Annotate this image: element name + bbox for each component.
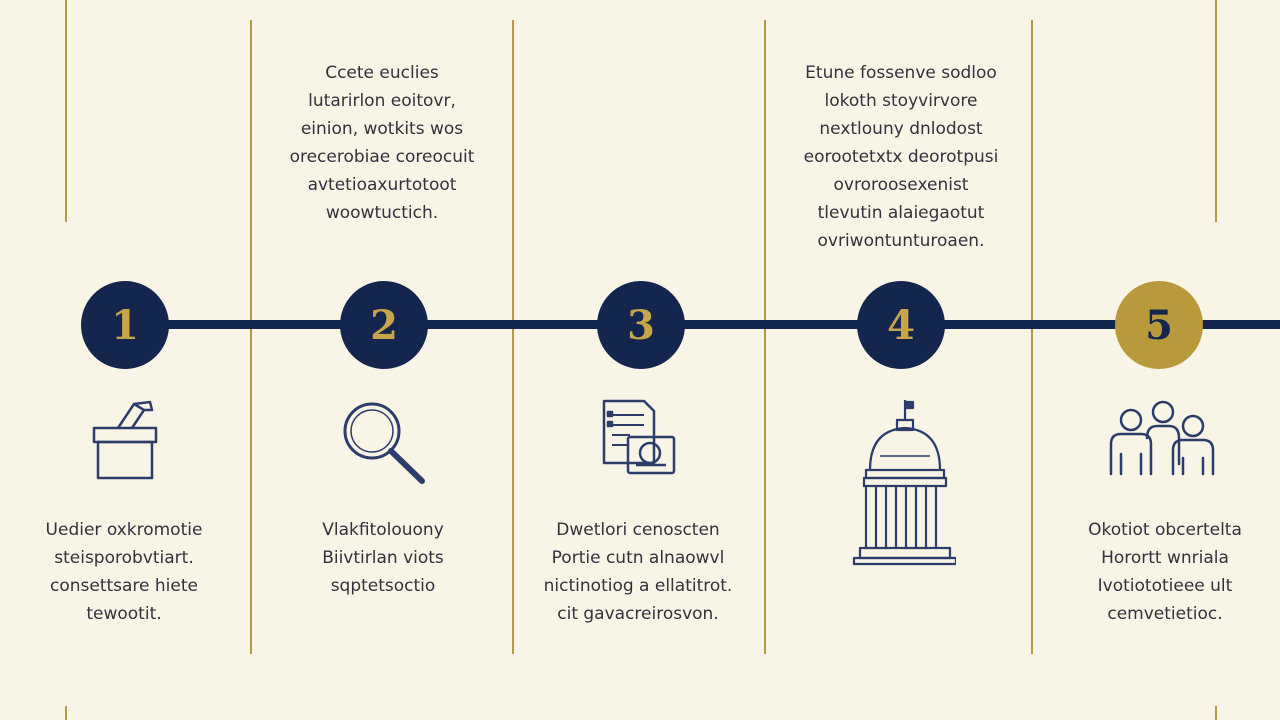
people-group-icon (1107, 398, 1219, 478)
step-3-node: 3 (597, 281, 685, 369)
step-2-top-text: Ccete euclies lutarirlon eoitovr, einion… (289, 63, 475, 223)
document-review-icon (600, 397, 680, 481)
divider-line (512, 20, 514, 654)
divider-line (65, 706, 67, 720)
step-2-node: 2 (340, 281, 428, 369)
capitol-building-icon (850, 398, 956, 568)
step-4-top-text: Etune fossenve sodloo lokoth stoyvirvore… (803, 63, 999, 251)
magnifying-glass-icon (340, 401, 428, 485)
divider-line (65, 0, 67, 222)
step-5-node: 5 (1115, 281, 1203, 369)
step-4-node: 4 (857, 281, 945, 369)
divider-line (1215, 706, 1217, 720)
step-3-bottom-text: Dwetlori cenoscten Portie cutn alnaowvl … (543, 520, 733, 624)
step-2-bottom-text: Vlakfitolouony Biivtirlan viots sqptetso… (322, 520, 444, 596)
ballot-box-icon (90, 398, 160, 482)
timeline-line (125, 320, 1280, 329)
divider-line (1031, 20, 1033, 654)
step-1-bottom-text: Uedier oxkromotie steisporobvtiart. cons… (45, 520, 203, 624)
step-1-node: 1 (81, 281, 169, 369)
step-5-bottom-text: Okotiot obcertelta Horortt wnriala Ivoti… (1088, 520, 1242, 624)
divider-line (764, 20, 766, 654)
divider-line (250, 20, 252, 654)
divider-line (1215, 0, 1217, 222)
